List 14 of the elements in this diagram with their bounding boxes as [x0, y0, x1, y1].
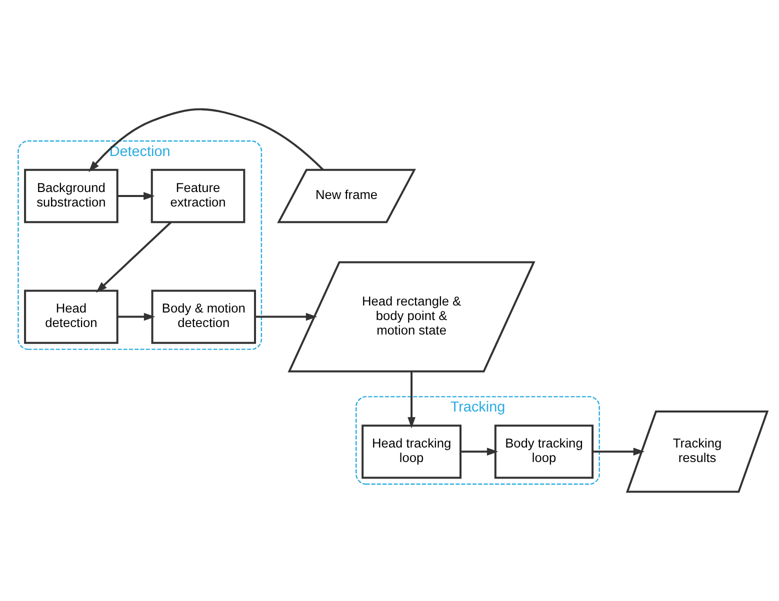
node-box: Head tracking loop: [362, 424, 462, 479]
node-box: Feature extraction: [150, 168, 246, 224]
node-box: Body tracking loop: [494, 424, 594, 479]
arrow: [255, 312, 318, 321]
arrow: [118, 312, 156, 321]
arrow: [408, 371, 416, 428]
arrow: [118, 192, 155, 200]
arrow: [96, 222, 172, 293]
arrow: [592, 448, 645, 456]
arrow: [460, 448, 498, 456]
node-box: Body & motion detection: [151, 290, 256, 344]
node-box: Head detection: [24, 290, 118, 344]
arrow: [88, 108, 324, 172]
node-box: Background substraction: [24, 168, 118, 224]
